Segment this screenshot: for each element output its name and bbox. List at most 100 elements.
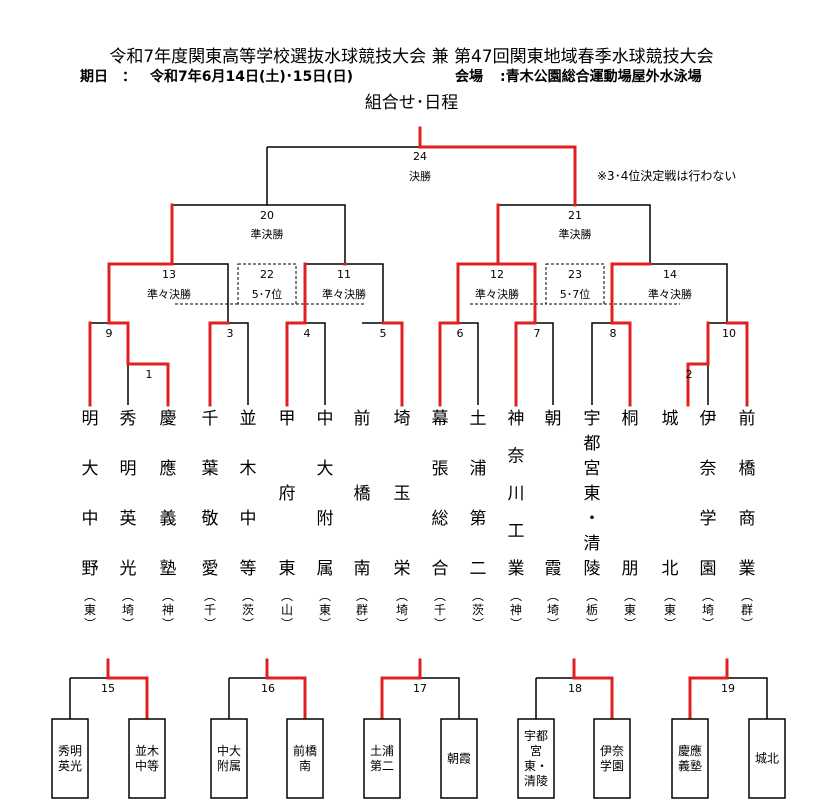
team-name-char: 等 <box>240 559 257 579</box>
placement-dashed-lines <box>175 263 680 305</box>
consolation-team-name: 清陵 <box>524 774 548 788</box>
paren-mark: ︵ <box>396 589 408 603</box>
match-number: 9 <box>106 327 113 340</box>
team-prefecture: ︵群︶ <box>741 589 753 631</box>
team-prefecture: ︵群︶ <box>356 589 368 631</box>
team-name-char: 並 <box>240 409 257 429</box>
team-name-char: 南 <box>354 559 371 579</box>
match-number: 6 <box>457 327 464 340</box>
match-number: 5 <box>380 327 387 340</box>
match-number: 17 <box>413 682 427 695</box>
team-name-char: 橋 <box>739 459 756 479</box>
match-number: 2 <box>686 368 693 381</box>
team-name-char: 園 <box>700 559 717 579</box>
team-name-char: 北 <box>662 559 679 579</box>
team-name-char: 野 <box>82 559 99 579</box>
team-name-char: 前 <box>354 409 371 429</box>
team-prefecture: ︵東︶ <box>664 589 676 631</box>
consolation-team-name: 宇都 <box>524 729 548 743</box>
match-number: 16 <box>261 682 275 695</box>
prefecture-label: 埼 <box>122 603 134 617</box>
team-prefecture: ︵神︶ <box>162 589 174 631</box>
placement-label: 5･7位 <box>560 287 591 301</box>
paren-mark: ︵ <box>356 589 368 603</box>
paren-mark: ︵ <box>162 589 174 603</box>
team-name-char: 玉 <box>394 484 411 504</box>
match-number: 20 <box>260 209 274 222</box>
match-number: 24 <box>413 150 427 163</box>
team-name-char: 塾 <box>160 558 177 579</box>
team-name-char: 敬 <box>202 509 219 529</box>
box-frame <box>51 718 89 799</box>
paren-mark: ︶ <box>84 617 96 631</box>
placement-label: 5･7位 <box>252 287 283 301</box>
prefecture-label: 茨 <box>242 603 254 617</box>
team-name-char: 明 <box>82 409 99 429</box>
team-name-char: 都 <box>584 434 601 454</box>
team-name-char: 合 <box>432 559 449 579</box>
team-prefecture: ︵栃︶ <box>586 589 598 631</box>
match-number: 23 <box>568 268 582 281</box>
match-number: 13 <box>162 268 176 281</box>
prefecture-label: 東 <box>664 603 676 617</box>
team-prefecture: ︵埼︶ <box>702 589 714 631</box>
team-name-char: 大 <box>317 459 334 479</box>
paren-mark: ︵ <box>547 589 559 603</box>
box-frame <box>363 718 401 799</box>
team-name-char: 甲 <box>279 409 296 429</box>
team-name-char: 應 <box>160 458 177 479</box>
paren-mark: ︶ <box>122 617 134 631</box>
prefecture-label: 埼 <box>547 603 559 617</box>
paren-mark: ︶ <box>242 617 254 631</box>
prefecture-label: 群 <box>356 603 368 617</box>
team-name-char: 第 <box>470 509 487 529</box>
bracket-note: ※3･4位決定戦は行わない <box>597 169 737 183</box>
consolation-team-name: 学園 <box>600 758 624 773</box>
consolation-team-name: 中大 <box>217 743 241 758</box>
box-frame <box>128 718 166 799</box>
paren-mark: ︵ <box>204 589 216 603</box>
box-frame <box>286 718 324 799</box>
team-name-char: 業 <box>508 559 525 579</box>
team-prefecture: ︵東︶ <box>624 589 636 631</box>
consolation-team-name: 土浦 <box>370 744 394 758</box>
team-prefecture: ︵茨︶ <box>242 589 254 631</box>
consolation-box: 朝霞 <box>440 718 478 799</box>
team-name-char: 府 <box>279 484 296 504</box>
team-name-char: 葉 <box>202 459 219 479</box>
team-name-char: 橋 <box>354 484 371 504</box>
consolation-team-name: 南 <box>299 758 311 773</box>
team-name-char: 埼 <box>394 409 411 429</box>
consolation-team-name: 城北 <box>755 752 779 766</box>
team-prefecture: ︵山︶ <box>281 589 293 631</box>
team-name-char: 東 <box>584 484 601 504</box>
prefecture-label: 東 <box>319 603 331 617</box>
consolation-team-name: 伊奈 <box>600 744 624 758</box>
team-name-char: 張 <box>432 459 449 479</box>
team-name-char: 慶 <box>160 409 177 429</box>
team-name-char: 奈 <box>700 459 717 479</box>
paren-mark: ︶ <box>356 617 368 631</box>
team-name-char: 神 <box>508 409 525 429</box>
box-frame <box>517 718 555 799</box>
paren-mark: ︶ <box>702 617 714 631</box>
team-name-char: 附 <box>317 509 334 529</box>
round-labels: 24 決勝 20 準決勝 21 準決勝 13 準々決勝 11 準々決勝 12 準… <box>101 150 736 695</box>
team-name-char: 千 <box>202 409 219 429</box>
paren-mark: ︶ <box>547 617 559 631</box>
team-name-char: 秀 <box>120 409 137 429</box>
paren-mark: ︵ <box>281 589 293 603</box>
team-name-char: 中 <box>240 509 257 529</box>
prefecture-label: 群 <box>741 603 753 617</box>
team-name-char: 栄 <box>394 559 411 579</box>
team-name-char: 学 <box>700 509 717 529</box>
box-frame <box>210 718 248 799</box>
team-name-char: 浦 <box>470 459 487 479</box>
match-number: 8 <box>610 327 617 340</box>
prefecture-label: 千 <box>204 603 216 617</box>
